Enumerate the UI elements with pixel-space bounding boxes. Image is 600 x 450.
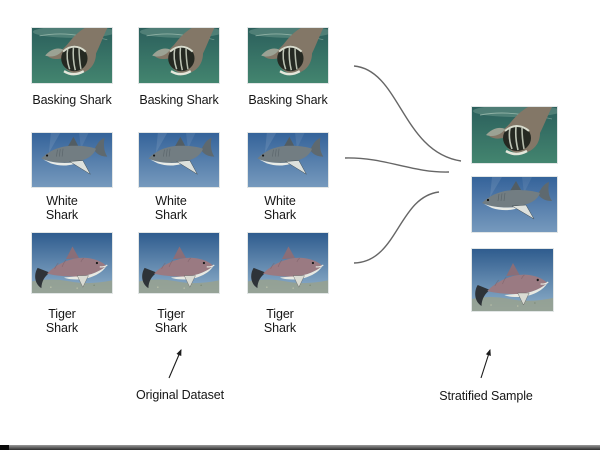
dataset-image-basking-shark-2: [139, 28, 219, 83]
connector-line-white: [344, 157, 450, 173]
dataset-image-tiger-shark-2: [139, 233, 219, 293]
sample-image-basking-shark: [472, 107, 557, 163]
connector-line-tiger: [353, 191, 440, 264]
dataset-image-tiger-shark-3: [248, 233, 328, 293]
sample-image-white-shark: [472, 177, 557, 232]
dataset-image-basking-shark-1: [32, 28, 112, 83]
dataset-image-basking-shark-3: [248, 28, 328, 83]
label-basking-shark-3: Basking Shark: [248, 93, 328, 107]
arrow-original-dataset: [168, 348, 182, 379]
label-basking-shark-1: Basking Shark: [32, 93, 112, 107]
dataset-image-tiger-shark-1: [32, 233, 112, 293]
video-progress-played: [0, 445, 9, 450]
dataset-image-white-shark-3: [248, 133, 328, 187]
connector-line-basking: [353, 65, 462, 162]
dataset-image-white-shark-2: [139, 133, 219, 187]
label-basking-shark-2: Basking Shark: [139, 93, 219, 107]
arrow-stratified-sample: [480, 348, 491, 379]
sample-image-tiger-shark: [472, 249, 553, 311]
dataset-image-white-shark-1: [32, 133, 112, 187]
caption-original-dataset: Original Dataset: [135, 388, 225, 402]
caption-stratified-sample: Stratified Sample: [439, 389, 533, 403]
video-progress-bar[interactable]: [0, 445, 600, 450]
